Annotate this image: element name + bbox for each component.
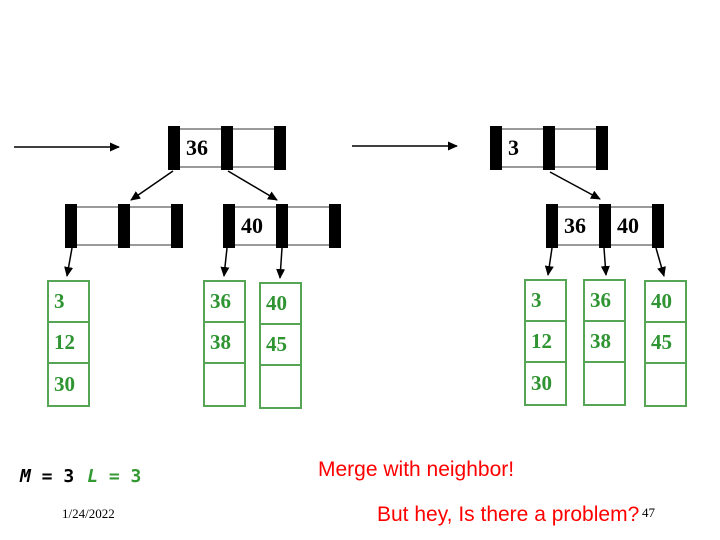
pointer-slot <box>171 204 183 248</box>
pointer-slot <box>65 204 77 248</box>
pointer-slot <box>490 126 502 170</box>
leaf-value: 3 <box>49 282 88 323</box>
leaf-value <box>205 364 244 405</box>
key-cell: 3 <box>502 128 543 168</box>
key-cell <box>77 206 118 246</box>
left-tree-internal-node-left <box>65 204 183 248</box>
right-tree-leaf-1: 3 12 30 <box>524 279 567 406</box>
edge-rinternal-to-rleaf1 <box>544 247 554 276</box>
leaf-value: 40 <box>646 282 685 323</box>
l-parameter-value: = 3 <box>98 466 142 487</box>
pointer-slot <box>329 204 341 248</box>
left-tree-leaf-1: 3 12 30 <box>47 280 90 407</box>
leaf-value: 38 <box>585 322 624 363</box>
leaf-value: 36 <box>205 282 244 323</box>
leaf-value: 3 <box>526 281 565 322</box>
pointer-slot <box>599 204 611 248</box>
leaf-value: 45 <box>261 325 300 366</box>
pointer-slot <box>652 204 664 248</box>
key-cell <box>288 206 329 246</box>
left-tree-internal-node-right: 40 <box>223 204 341 248</box>
left-tree-leaf-3: 40 45 <box>259 282 302 409</box>
edge-linternal-left-to-leaf1 <box>64 247 74 277</box>
l-parameter-letter: L <box>87 466 99 487</box>
pointer-slot <box>543 126 555 170</box>
slide-date: 1/24/2022 <box>62 506 115 521</box>
leaf-value: 30 <box>54 372 75 396</box>
edge-rinternal-to-rleaf2 <box>600 247 610 276</box>
key-cell: 40 <box>235 206 276 246</box>
leaf-value <box>646 364 685 405</box>
slide-page-number: 47 <box>642 505 655 520</box>
leaf-value: 38 <box>205 323 244 364</box>
pointer-slot <box>118 204 130 248</box>
pointer-slot <box>274 126 286 170</box>
leaf-value: 12 <box>526 322 565 363</box>
edge-rroot-to-rinternal <box>549 171 601 200</box>
key-cell: 40 <box>611 206 652 246</box>
caption-problem-question: But hey, Is there a problem? <box>377 503 640 526</box>
edge-lroot-to-linternal-left <box>130 170 174 201</box>
leaf-value: 30 <box>531 371 552 395</box>
key-cell <box>130 206 171 246</box>
leaf-value: 12 <box>49 323 88 364</box>
edge-linternal-right-to-leaf2 <box>220 247 230 277</box>
key-cell <box>233 128 274 168</box>
right-tree-root-node: 3 <box>490 126 608 170</box>
right-tree-leaf-3: 40 45 <box>644 280 687 407</box>
pointer-slot <box>546 204 558 248</box>
right-tree-internal-node: 36 40 <box>546 204 664 248</box>
pointer-slot <box>221 126 233 170</box>
caption-merge-with-neighbor: Merge with neighbor! <box>318 458 515 481</box>
pointer-slot <box>168 126 180 170</box>
left-tree-leaf-2: 36 38 <box>203 280 246 407</box>
leaf-value: 40 <box>261 284 300 325</box>
edge-linternal-right-to-leaf3 <box>276 247 286 279</box>
key-cell <box>555 128 596 168</box>
m-parameter-value: = 3 <box>30 466 75 487</box>
edge-lroot-to-linternal-right <box>227 170 278 201</box>
leaf-value <box>585 363 624 404</box>
key-cell: 36 <box>558 206 599 246</box>
leaf-value: 45 <box>646 323 685 364</box>
left-tree-root-node: 36 <box>168 126 286 170</box>
edge-rinternal-to-rleaf3 <box>655 247 666 277</box>
key-cell: 36 <box>180 128 221 168</box>
m-parameter-letter: M <box>20 466 31 487</box>
pointer-slot <box>223 204 235 248</box>
leaf-value: 36 <box>585 281 624 322</box>
leaf-value <box>261 366 300 407</box>
pointer-slot <box>276 204 288 248</box>
right-tree-leaf-2: 36 38 <box>583 279 626 406</box>
pointer-slot <box>596 126 608 170</box>
